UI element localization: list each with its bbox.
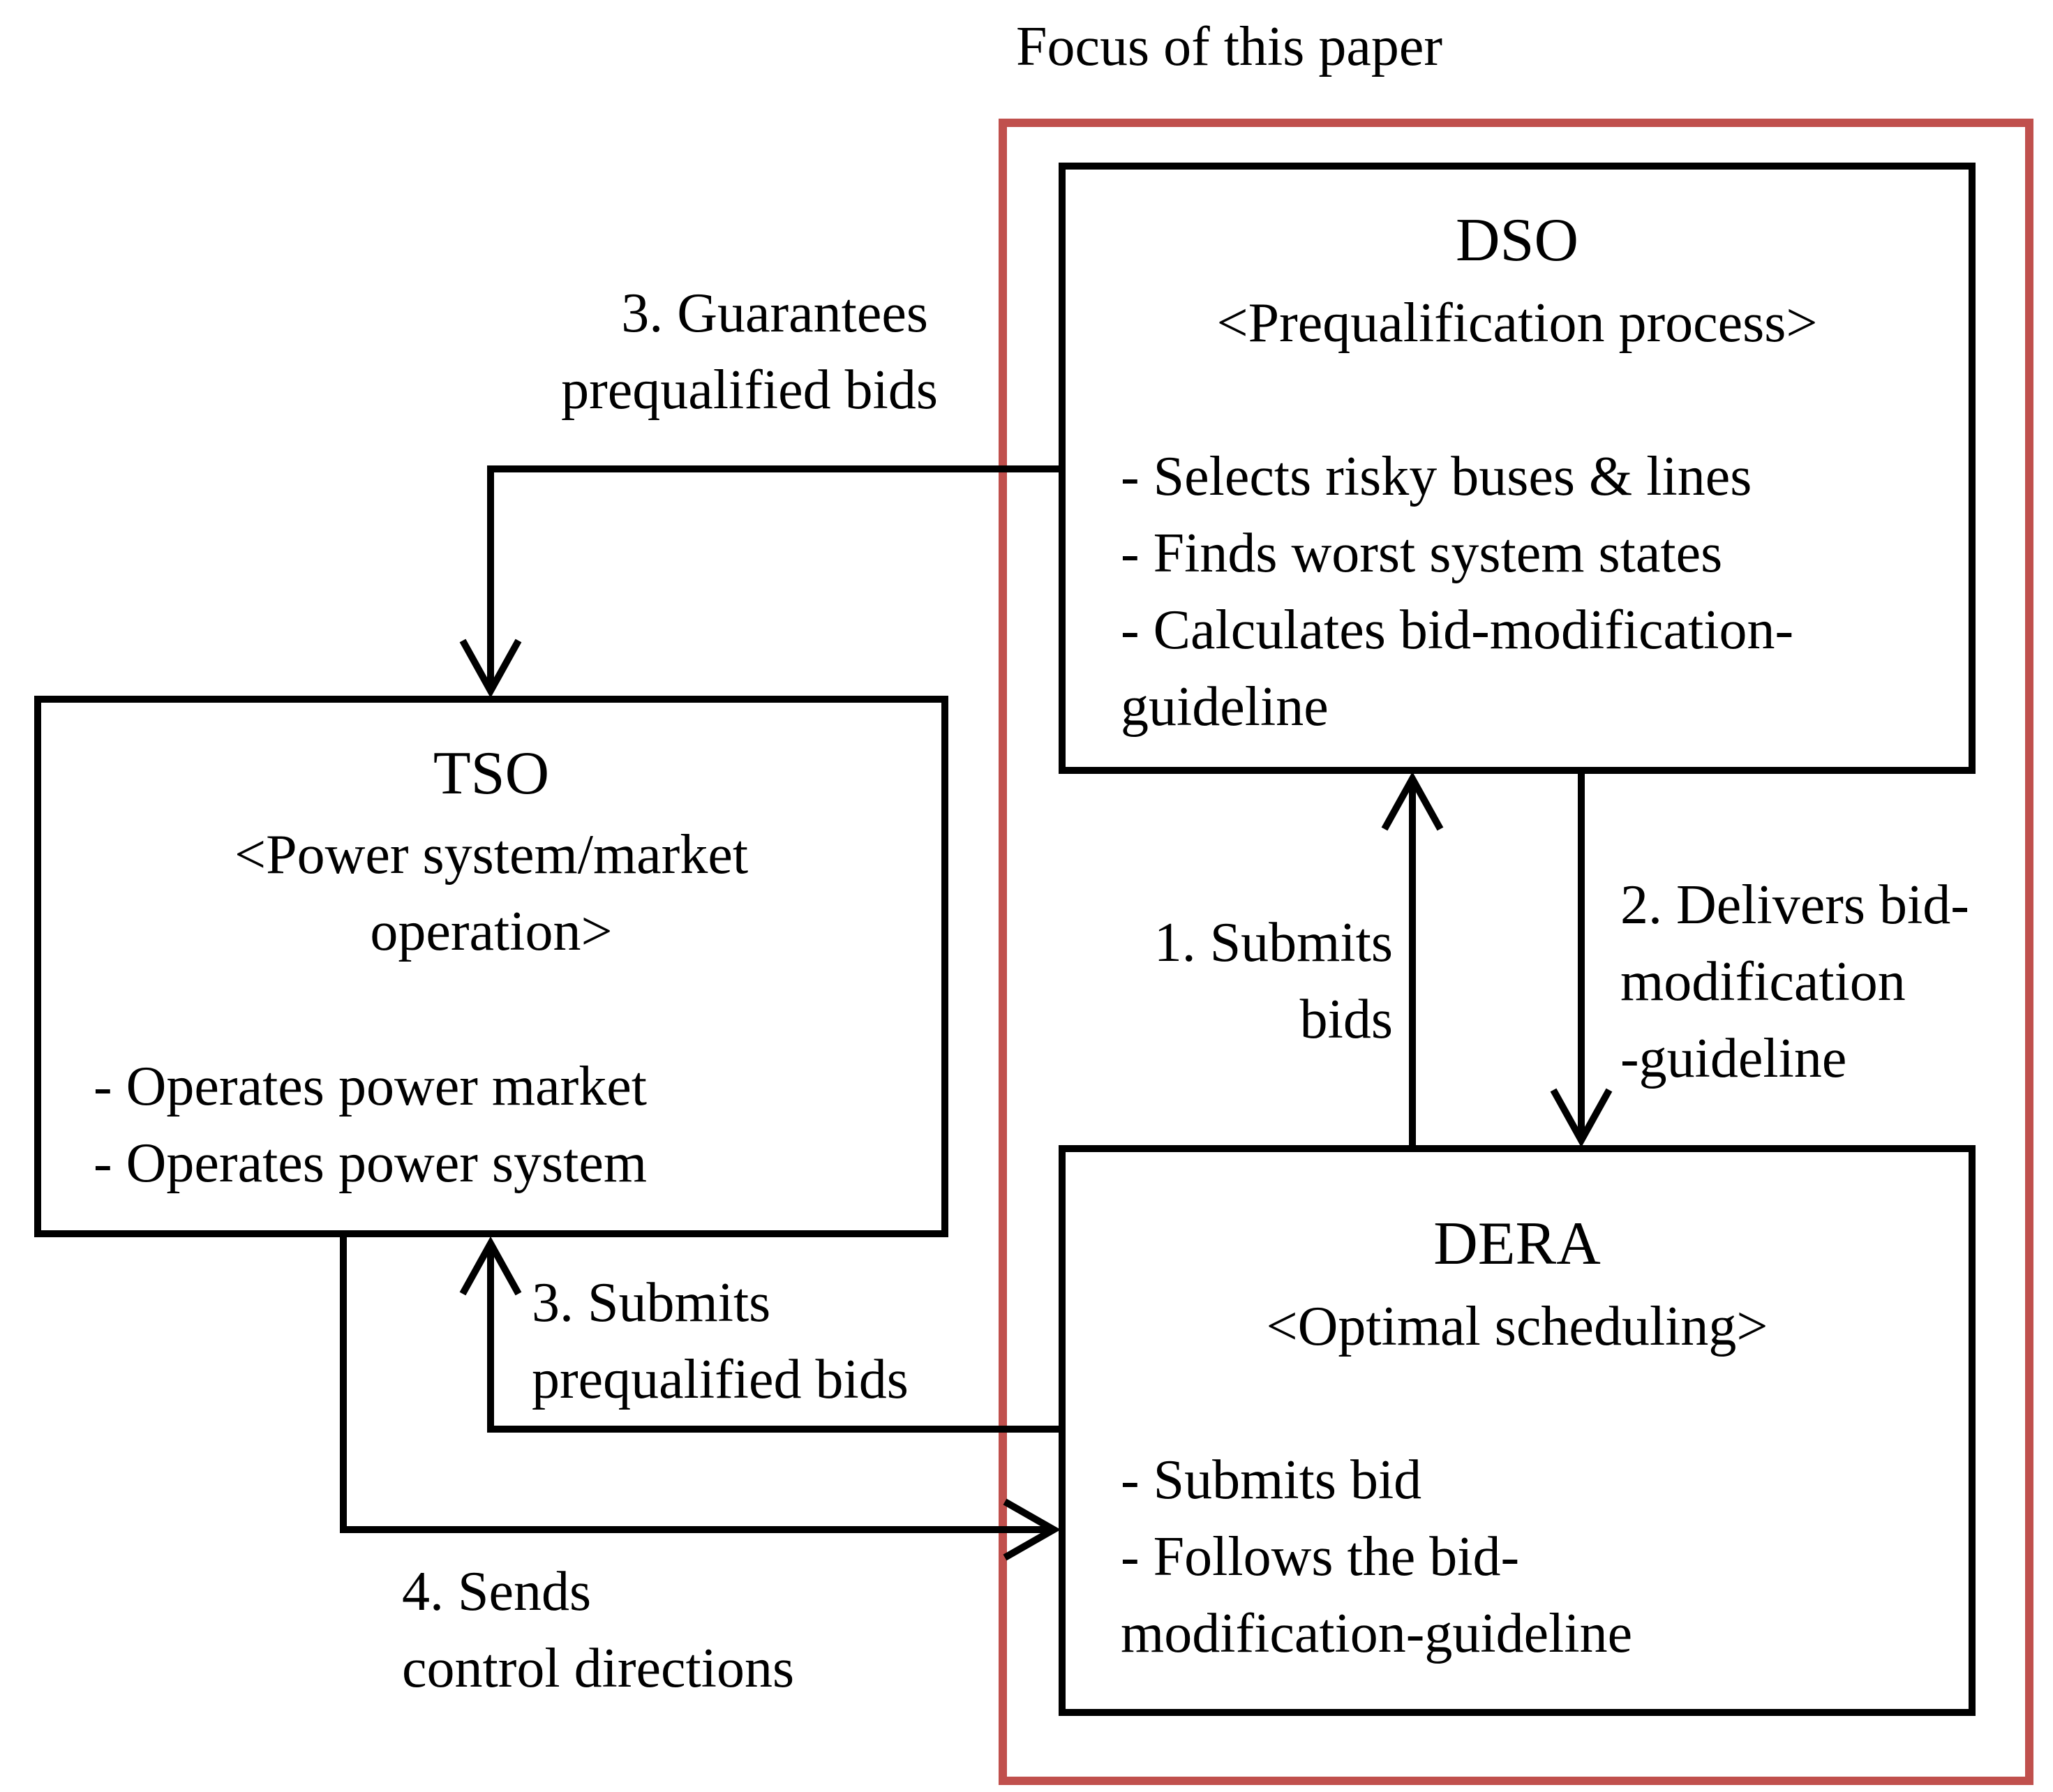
label-submits-prequalified: prequalified bids bbox=[532, 1349, 909, 1410]
dera-subtitle: <Optimal scheduling> bbox=[1266, 1296, 1768, 1357]
arrow-guarantees bbox=[459, 465, 1062, 699]
dera-item: - Submits bid bbox=[1121, 1449, 1422, 1511]
tso-item: - Operates power market bbox=[94, 1056, 647, 1117]
label-guarantees: 3. Guarantees bbox=[621, 283, 928, 344]
label-guarantees: prequalified bids bbox=[561, 359, 938, 421]
dera-box bbox=[1059, 1145, 1976, 1716]
arrow-submits-prequalified bbox=[459, 1236, 1062, 1433]
label-sends-control: 4. Sends bbox=[402, 1561, 592, 1622]
label-sends-control: control directions bbox=[402, 1638, 795, 1699]
tso-subtitle: operation> bbox=[370, 901, 613, 962]
arrow-delivers-guideline bbox=[1550, 770, 1613, 1148]
tso-title: TSO bbox=[433, 740, 550, 807]
focus-label: Focus of this paper bbox=[1016, 16, 1443, 77]
label-submits-prequalified: 3. Submits bbox=[532, 1272, 771, 1334]
tso-box bbox=[34, 696, 948, 1237]
label-submits-bids: bids bbox=[1299, 989, 1393, 1050]
arrow-submits-bids bbox=[1381, 771, 1444, 1149]
dera-item: modification-guideline bbox=[1121, 1603, 1633, 1664]
label-delivers-guideline: -guideline bbox=[1620, 1028, 1847, 1089]
arrow-sends-control bbox=[340, 1234, 1061, 1561]
dera-title: DERA bbox=[1433, 1210, 1601, 1278]
dera-item: - Follows the bid- bbox=[1121, 1526, 1520, 1588]
dso-item: guideline bbox=[1121, 676, 1329, 738]
label-delivers-guideline: modification bbox=[1620, 951, 1906, 1013]
dso-subtitle: <Prequalification process> bbox=[1216, 292, 1818, 354]
label-delivers-guideline: 2. Delivers bid- bbox=[1620, 874, 1969, 936]
dso-item: - Finds worst system states bbox=[1121, 523, 1723, 584]
dso-item: - Selects risky buses & lines bbox=[1121, 446, 1752, 507]
tso-subtitle: <Power system/market bbox=[234, 824, 749, 886]
dso-title: DSO bbox=[1455, 207, 1579, 274]
dso-item: - Calculates bid-modification- bbox=[1121, 599, 1794, 661]
label-submits-bids: 1. Submits bbox=[1154, 912, 1393, 973]
dso-box bbox=[1059, 163, 1976, 774]
tso-item: - Operates power system bbox=[94, 1133, 648, 1194]
focus-region bbox=[999, 119, 2033, 1785]
